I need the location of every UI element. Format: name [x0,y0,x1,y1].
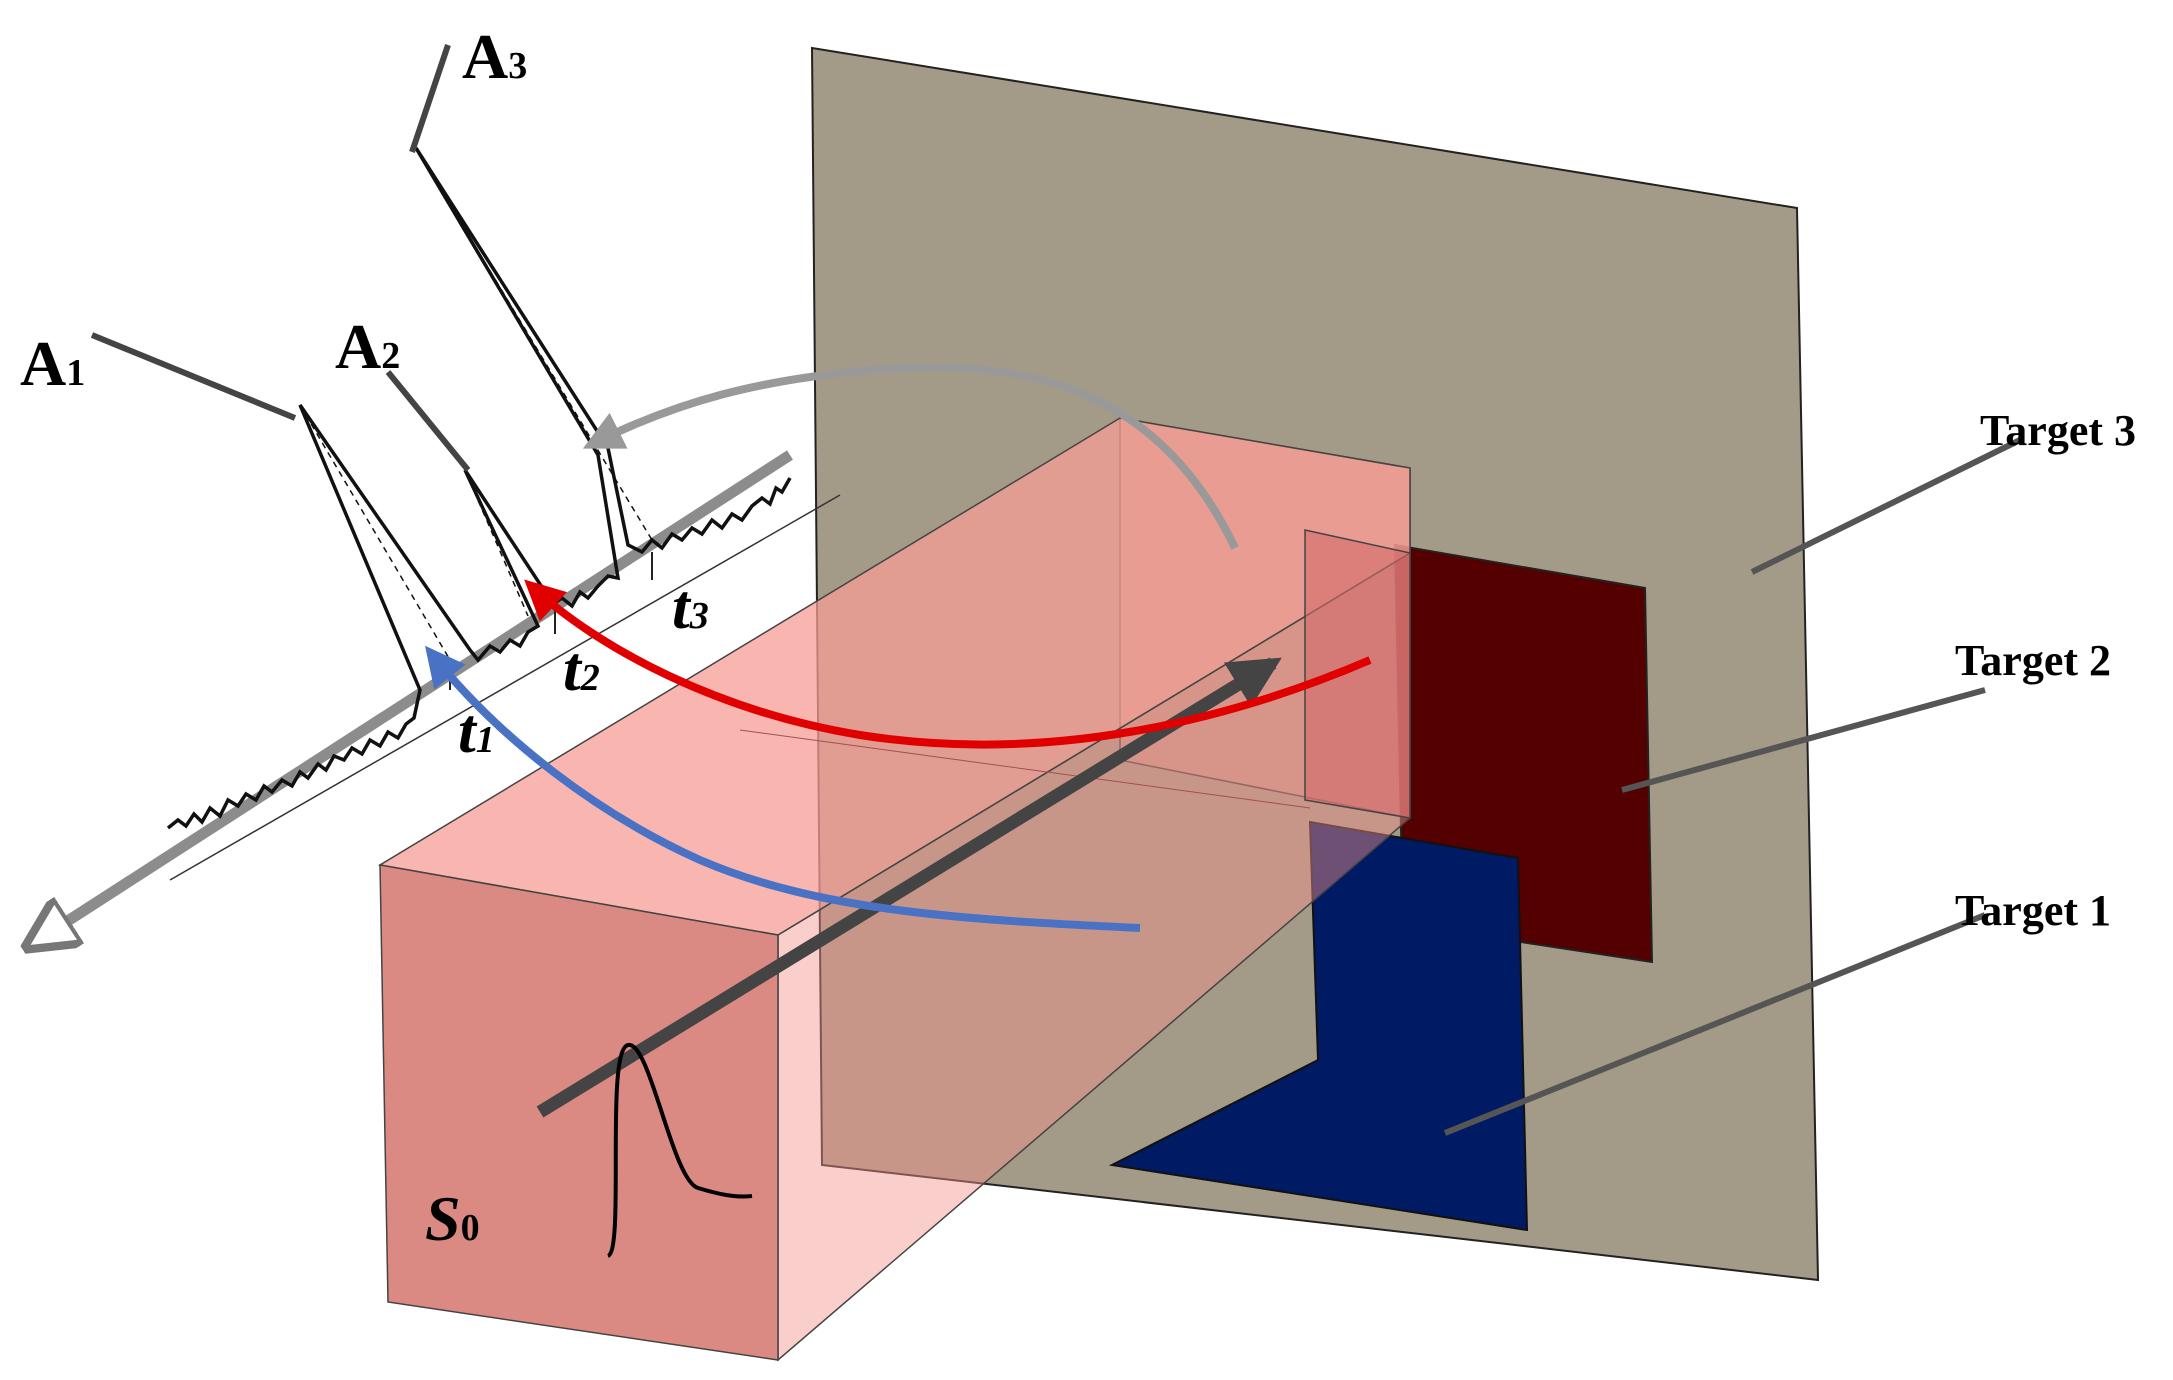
propagation-axis-arrow [536,657,1282,1118]
gaussian-pulse [606,1043,753,1258]
source-s0-label: S0 [425,1183,480,1254]
target-2-leader-line [1621,687,1986,793]
target-2-echo-arrow [524,579,1372,749]
beam-box-inner-notch [1304,529,1411,819]
target-1-echo-arrow [425,645,1141,932]
target-1-leader-line [1443,912,1987,1136]
signal-trace [166,147,792,830]
target-3-leader-line [1750,437,2022,575]
target-1-panel [1108,820,1529,1232]
target-3-echo-arrow [582,363,1239,550]
time-t1-label: t1 [458,695,495,766]
a1-leader-line [90,332,297,421]
time-axis-baseline [169,494,841,881]
peak-a2-label: A2 [335,311,400,382]
peak-guides [299,147,653,661]
beam-inner-edge [739,729,1311,809]
target-3-label: Target 3 [1980,406,2136,455]
time-t2-label: t2 [563,633,600,704]
target-1-label: Target 1 [1955,886,2111,935]
a3-leader-line [409,44,451,153]
a2-leader-line [385,370,471,472]
beam-box-front [379,864,779,1361]
peak-a1-label: A1 [20,328,85,399]
peak-a3-label: A3 [462,21,527,92]
beam-box [377,417,1411,1362]
target-2-label: Target 2 [1955,636,2111,685]
time-t3-label: t3 [672,571,709,642]
